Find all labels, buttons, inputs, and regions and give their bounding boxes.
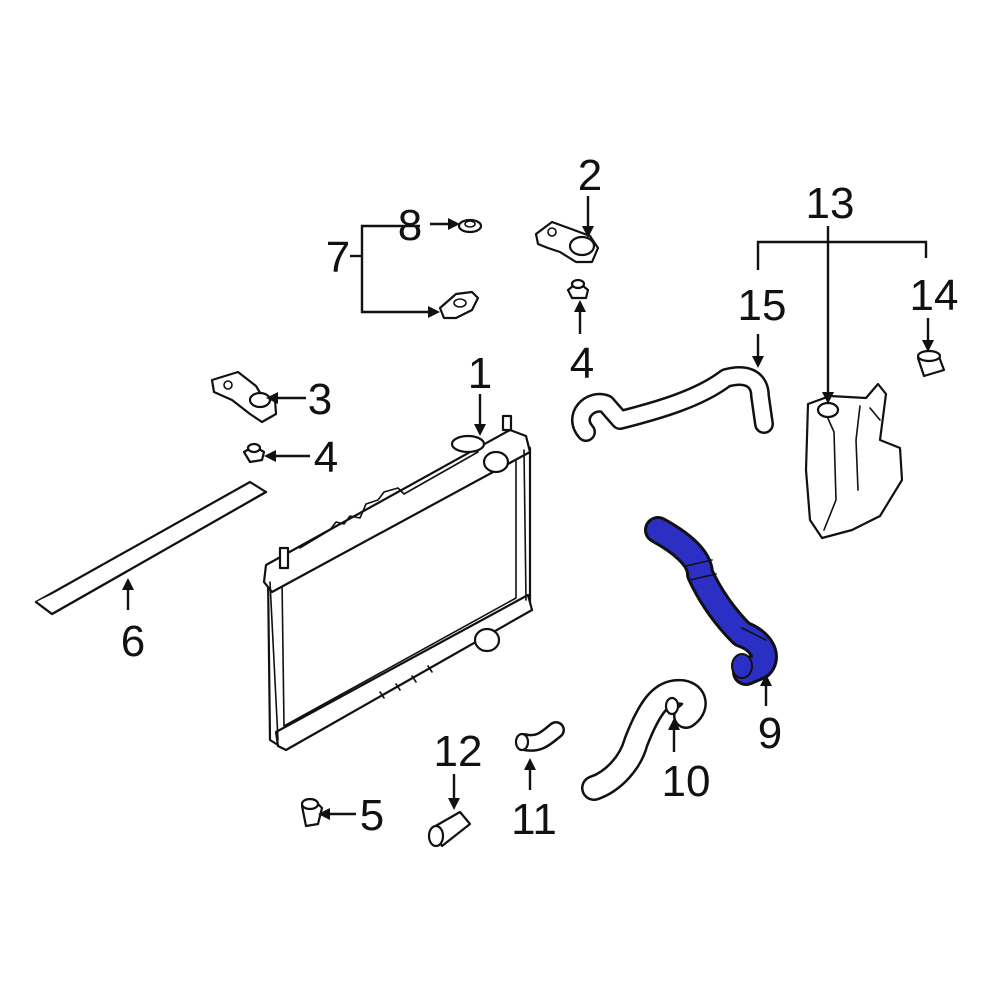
part-12-straight-hose[interactable] xyxy=(427,810,472,848)
part-8-grommet[interactable] xyxy=(457,218,483,234)
callout-1: 1 xyxy=(468,349,492,398)
callout-13: 13 xyxy=(806,179,855,228)
part-14-cap[interactable] xyxy=(916,349,946,378)
leader-lines xyxy=(122,196,934,820)
part-10-lower-hose[interactable] xyxy=(581,678,707,801)
callout-4-left: 4 xyxy=(314,433,338,482)
callout-6: 6 xyxy=(121,617,145,666)
part-9-lower-hose[interactable] xyxy=(644,516,778,686)
part-2-bracket[interactable] xyxy=(534,220,600,264)
callout-15: 15 xyxy=(738,281,787,330)
part-5-drain-plug[interactable] xyxy=(300,797,324,828)
callout-4-center: 4 xyxy=(570,339,594,388)
callout-12: 12 xyxy=(434,727,483,776)
part-11-elbow-hose[interactable] xyxy=(514,721,565,752)
part-13-reservoir-tank[interactable] xyxy=(804,382,904,540)
callout-7: 7 xyxy=(326,233,350,282)
part-6-seal-strip[interactable] xyxy=(34,480,268,616)
callout-9: 9 xyxy=(758,709,782,758)
callout-11: 11 xyxy=(511,795,557,844)
callout-10: 10 xyxy=(662,757,711,806)
callout-labels: 1 2 3 4 4 5 6 7 8 9 10 11 12 13 14 15 xyxy=(121,151,959,844)
part-3-bracket[interactable] xyxy=(210,370,278,424)
callout-8: 8 xyxy=(398,201,422,250)
part-15-overflow-hose[interactable] xyxy=(571,366,774,442)
callout-3: 3 xyxy=(308,375,332,424)
callout-14: 14 xyxy=(910,271,959,320)
part-1-radiator[interactable] xyxy=(262,414,534,752)
part-4-grommet-center[interactable] xyxy=(566,278,590,300)
part-4-grommet-left[interactable] xyxy=(242,442,266,464)
callout-5: 5 xyxy=(360,791,384,840)
part-7-mount-pad[interactable] xyxy=(438,290,480,320)
callout-2: 2 xyxy=(578,151,602,200)
